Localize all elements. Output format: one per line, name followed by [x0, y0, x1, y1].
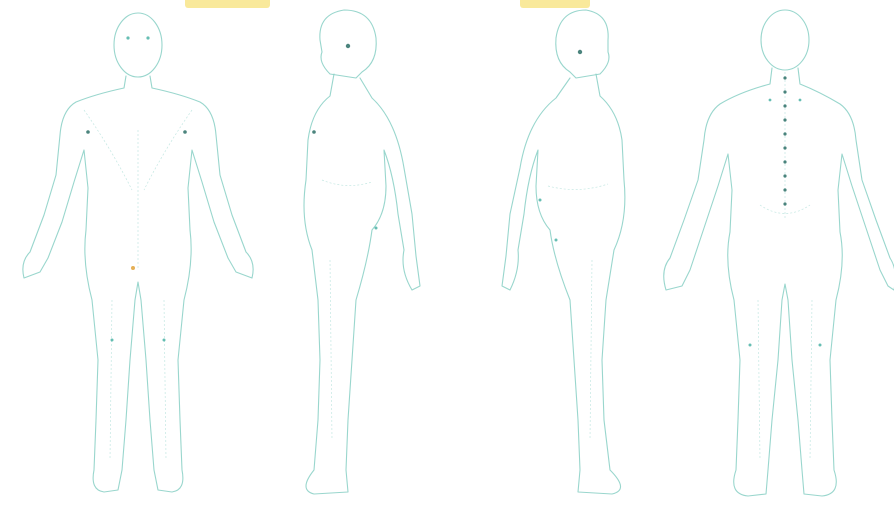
side-right-point-hip	[375, 227, 378, 230]
back-point-spine-5	[783, 132, 786, 135]
side-left-point-hip	[555, 239, 558, 242]
side-left-point-ear	[578, 50, 582, 54]
front-point-knee-right	[163, 339, 166, 342]
back-point-bladder-right	[799, 99, 802, 102]
front-point-chest-left	[86, 130, 90, 134]
back-point-spine-9	[783, 188, 786, 191]
front-leg-line-right	[164, 300, 166, 460]
side-left-leg-line	[590, 260, 592, 440]
back-point-bladder-left	[769, 99, 772, 102]
back-point-spine-2	[783, 90, 786, 93]
figure-side-right	[304, 10, 420, 494]
back-body-outline	[664, 68, 894, 496]
side-right-waist-line	[322, 180, 372, 186]
back-point-spine-10	[783, 202, 786, 205]
back-leg-line-right	[810, 300, 812, 460]
front-leg-line-left	[110, 300, 112, 460]
side-right-point-ear	[346, 44, 350, 48]
front-point-lower-abdomen	[131, 266, 135, 270]
back-point-spine-1	[783, 76, 786, 79]
front-chest-line-right	[144, 110, 192, 190]
side-left-head	[556, 10, 609, 78]
front-point-eye-left	[126, 36, 129, 39]
back-leg-line-left	[758, 300, 760, 460]
front-point-knee-left	[111, 339, 114, 342]
back-head	[761, 10, 809, 70]
side-right-leg-line	[330, 260, 332, 440]
back-point-spine-7	[783, 160, 786, 163]
front-point-chest-right	[183, 130, 187, 134]
side-right-point-chest	[312, 130, 316, 134]
front-head	[114, 13, 162, 77]
front-point-eye-right	[146, 36, 149, 39]
figure-side-left	[502, 10, 625, 494]
figure-front	[23, 13, 253, 492]
side-left-point-abdomen	[539, 199, 542, 202]
front-chest-line-left	[84, 110, 132, 190]
side-left-body-outline	[502, 74, 625, 494]
back-point-spine-3	[783, 104, 786, 107]
back-point-spine-8	[783, 174, 786, 177]
back-point-spine-4	[783, 118, 786, 121]
back-point-knee-right	[819, 344, 822, 347]
figure-back	[664, 10, 894, 496]
side-left-waist-line	[548, 184, 608, 190]
side-right-body-outline	[304, 74, 420, 494]
back-point-spine-6	[783, 146, 786, 149]
back-point-knee-left	[749, 344, 752, 347]
